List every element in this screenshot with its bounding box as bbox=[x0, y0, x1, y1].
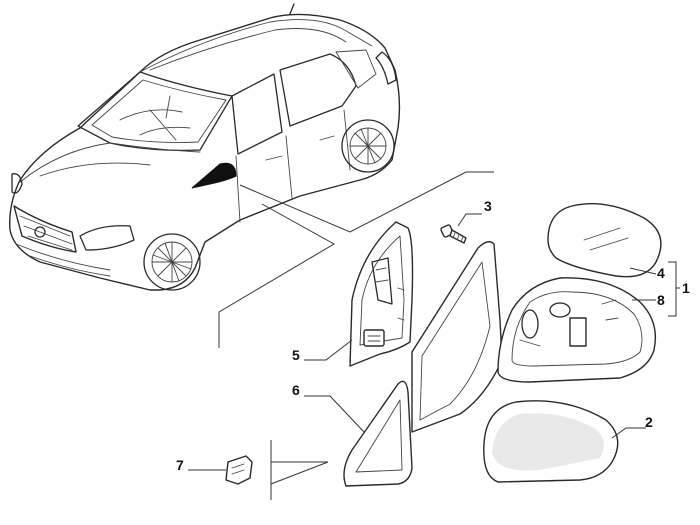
part-mirror-housing bbox=[497, 277, 657, 383]
callout-6: 6 bbox=[292, 382, 300, 398]
leader-lines bbox=[188, 213, 680, 471]
part-clip bbox=[225, 455, 253, 485]
projection-lines bbox=[218, 171, 494, 500]
part-mirror-base bbox=[411, 241, 503, 433]
callout-labels: 1 2 3 4 5 6 7 8 bbox=[176, 198, 690, 473]
callout-5: 5 bbox=[292, 347, 300, 363]
part-mirror-cover bbox=[483, 400, 619, 483]
car-illustration bbox=[9, 3, 401, 291]
callout-8: 8 bbox=[657, 292, 665, 308]
callout-1: 1 bbox=[682, 280, 690, 296]
callout-4: 4 bbox=[657, 265, 665, 281]
callout-3: 3 bbox=[484, 198, 492, 214]
part-screw bbox=[440, 224, 467, 244]
callout-7: 7 bbox=[176, 457, 184, 473]
part-mirror-glass bbox=[547, 203, 662, 278]
callout-2: 2 bbox=[645, 414, 653, 430]
part-inner-trim-panel bbox=[349, 221, 414, 367]
part-triangular-cover bbox=[343, 380, 413, 487]
